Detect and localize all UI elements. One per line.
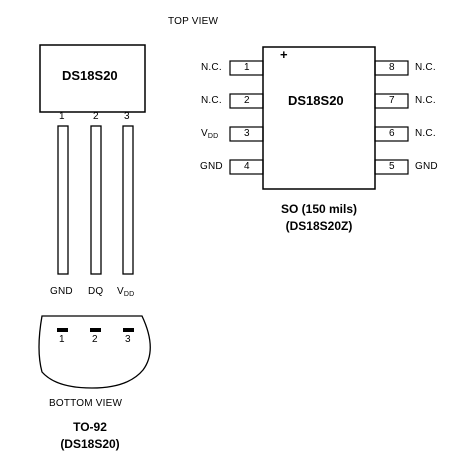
- so8-pin-number-6: 6: [389, 128, 395, 139]
- to92-pin-number-1: 1: [59, 111, 65, 122]
- to92-pin-name-gnd: GND: [50, 286, 73, 297]
- so8-pin-name-6: N.C.: [415, 128, 436, 139]
- to92-lead-1: [57, 125, 69, 275]
- so8-caption-part: (DS18S20Z): [285, 219, 353, 233]
- so8-pin-8-pad: [374, 60, 409, 76]
- to92-caption-part: (DS18S20): [60, 437, 120, 451]
- so8-pin-3-pad: [229, 126, 264, 142]
- to92-bottom-pin-number-1: 1: [59, 334, 65, 345]
- to92-lead-3: [122, 125, 134, 275]
- to92-pin-number-2: 2: [93, 111, 99, 122]
- so8-pin-number-5: 5: [389, 161, 395, 172]
- to92-chip-label: DS18S20: [62, 68, 118, 83]
- so8-pin-4-pad: [229, 159, 264, 175]
- so8-pin-name-5: GND: [415, 161, 438, 172]
- so8-pin-number-8: 8: [389, 62, 395, 73]
- to92-bottom-pin-1-mark: [57, 328, 68, 332]
- to92-lead-2: [90, 125, 102, 275]
- so8-pin-1-pad: [229, 60, 264, 76]
- so8-caption-package: SO (150 mils): [280, 202, 358, 216]
- to92-pin-number-3: 3: [124, 111, 130, 122]
- so8-pin-name-7: N.C.: [415, 95, 436, 106]
- so8-pin1-marker: +: [280, 47, 288, 62]
- to92-pin-name-dq: DQ: [88, 286, 104, 297]
- so8-pin-number-3: 3: [244, 128, 250, 139]
- so8-body: [262, 46, 376, 190]
- to92-pin-name-vdd: VDD: [117, 286, 135, 298]
- to92-caption-package: TO-92: [73, 420, 107, 434]
- so8-pin-number-4: 4: [244, 161, 250, 172]
- so8-pin-5-pad: [374, 159, 409, 175]
- so8-pin-name-1: N.C.: [201, 62, 222, 73]
- bottom-view-label: BOTTOM VIEW: [49, 398, 123, 409]
- to92-bottom-pin-number-2: 2: [92, 334, 98, 345]
- to92-bottom-pin-2-mark: [90, 328, 101, 332]
- to92-body: [39, 44, 146, 113]
- to92-bottom-pin-3-mark: [123, 328, 134, 332]
- so8-pin-7-pad: [374, 93, 409, 109]
- to92-bottom-outline: [38, 315, 151, 389]
- so8-pin-6-pad: [374, 126, 409, 142]
- to92-bottom-pin-number-3: 3: [125, 334, 131, 345]
- top-view-label: TOP VIEW: [168, 16, 219, 27]
- so8-pin-2-pad: [229, 93, 264, 109]
- so8-chip-label: DS18S20: [288, 93, 344, 108]
- so8-pin-number-7: 7: [389, 95, 395, 106]
- so8-pin-number-1: 1: [244, 62, 250, 73]
- so8-pin-name-8: N.C.: [415, 62, 436, 73]
- so8-pin-name-4: GND: [200, 161, 223, 172]
- so8-pin-name-3: VDD: [201, 128, 219, 140]
- so8-pin-name-2: N.C.: [201, 95, 222, 106]
- so8-pin-number-2: 2: [244, 95, 250, 106]
